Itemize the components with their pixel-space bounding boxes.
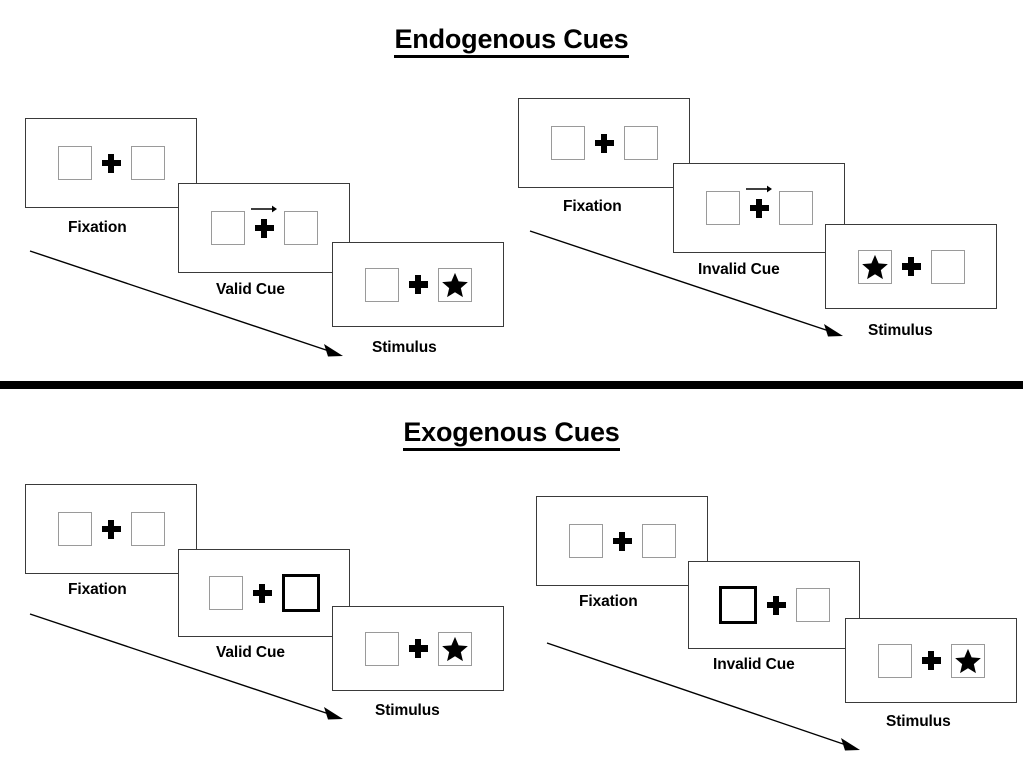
section-title-endogenous: Endogenous Cues bbox=[0, 24, 1023, 58]
right-box bbox=[795, 588, 830, 622]
section-title-exogenous: Exogenous Cues bbox=[0, 417, 1023, 451]
section-title-exogenous-text: Exogenous Cues bbox=[403, 417, 620, 451]
right-box bbox=[930, 249, 965, 284]
left-box bbox=[705, 191, 740, 225]
section-divider bbox=[0, 381, 1023, 389]
left-box bbox=[857, 249, 892, 284]
right-box bbox=[437, 631, 472, 666]
panel-endogenous-invalid-cue bbox=[673, 163, 845, 253]
panel-endogenous-valid-stimulus bbox=[332, 242, 504, 327]
caption-exogenous-valid-stimulus: Stimulus bbox=[375, 702, 440, 719]
fixation-cross-icon bbox=[921, 651, 941, 670]
left-box bbox=[877, 643, 912, 678]
caption-endogenous-valid-cue: Valid Cue bbox=[216, 281, 285, 298]
star-icon bbox=[861, 254, 888, 279]
panel-exogenous-invalid-fixation bbox=[536, 496, 708, 586]
left-box bbox=[364, 267, 399, 302]
caption-exogenous-valid-fixation: Fixation bbox=[68, 581, 127, 598]
caption-exogenous-valid-cue: Valid Cue bbox=[216, 644, 285, 661]
caption-endogenous-invalid-stimulus: Stimulus bbox=[868, 322, 933, 339]
right-box bbox=[778, 191, 813, 225]
fixation-cross-icon bbox=[251, 205, 277, 238]
panel-endogenous-valid-fixation bbox=[25, 118, 197, 208]
caption-exogenous-invalid-cue: Invalid Cue bbox=[713, 656, 795, 673]
right-box bbox=[641, 524, 676, 558]
caption-endogenous-invalid-fixation: Fixation bbox=[563, 198, 622, 215]
left-box bbox=[57, 146, 92, 180]
right-box bbox=[283, 211, 318, 245]
left-box bbox=[208, 576, 243, 610]
fixation-cross-icon bbox=[766, 595, 786, 615]
panel-exogenous-valid-fixation bbox=[25, 484, 197, 574]
caption-endogenous-valid-stimulus: Stimulus bbox=[372, 339, 437, 356]
fixation-cross-icon bbox=[408, 275, 428, 294]
left-box bbox=[57, 512, 92, 546]
star-icon bbox=[441, 272, 468, 297]
section-title-endogenous-text: Endogenous Cues bbox=[394, 24, 629, 58]
caption-endogenous-valid-fixation: Fixation bbox=[68, 219, 127, 236]
fixation-cross-icon bbox=[901, 257, 921, 276]
panel-exogenous-valid-stimulus bbox=[332, 606, 504, 691]
star-icon bbox=[954, 648, 981, 673]
caption-exogenous-invalid-stimulus: Stimulus bbox=[886, 713, 951, 730]
right-box bbox=[623, 126, 658, 160]
left-box bbox=[568, 524, 603, 558]
arrow-right-icon bbox=[746, 184, 772, 194]
caption-endogenous-invalid-cue: Invalid Cue bbox=[698, 261, 780, 278]
arrow-right-icon bbox=[251, 204, 277, 214]
right-box bbox=[130, 512, 165, 546]
fixation-cross-icon bbox=[612, 531, 632, 551]
panel-endogenous-valid-cue bbox=[178, 183, 350, 273]
right-box bbox=[130, 146, 165, 180]
left-box bbox=[210, 211, 245, 245]
caption-exogenous-invalid-fixation: Fixation bbox=[579, 593, 638, 610]
star-icon bbox=[441, 636, 468, 661]
panel-exogenous-invalid-stimulus bbox=[845, 618, 1017, 703]
right-box bbox=[950, 643, 985, 678]
left-box bbox=[364, 631, 399, 666]
panel-exogenous-valid-cue bbox=[178, 549, 350, 637]
fixation-cross-icon bbox=[746, 185, 772, 218]
right-box-cued bbox=[281, 574, 320, 612]
time-arrow-exogenous-invalid bbox=[545, 640, 865, 758]
panel-exogenous-invalid-cue bbox=[688, 561, 860, 649]
left-box-cued bbox=[718, 586, 757, 624]
right-box bbox=[437, 267, 472, 302]
fixation-cross-icon bbox=[101, 153, 121, 173]
panel-endogenous-invalid-stimulus bbox=[825, 224, 997, 309]
panel-endogenous-invalid-fixation bbox=[518, 98, 690, 188]
left-box bbox=[550, 126, 585, 160]
fixation-cross-icon bbox=[594, 133, 614, 153]
fixation-cross-icon bbox=[101, 519, 121, 539]
fixation-cross-icon bbox=[252, 583, 272, 603]
fixation-cross-icon bbox=[408, 639, 428, 658]
